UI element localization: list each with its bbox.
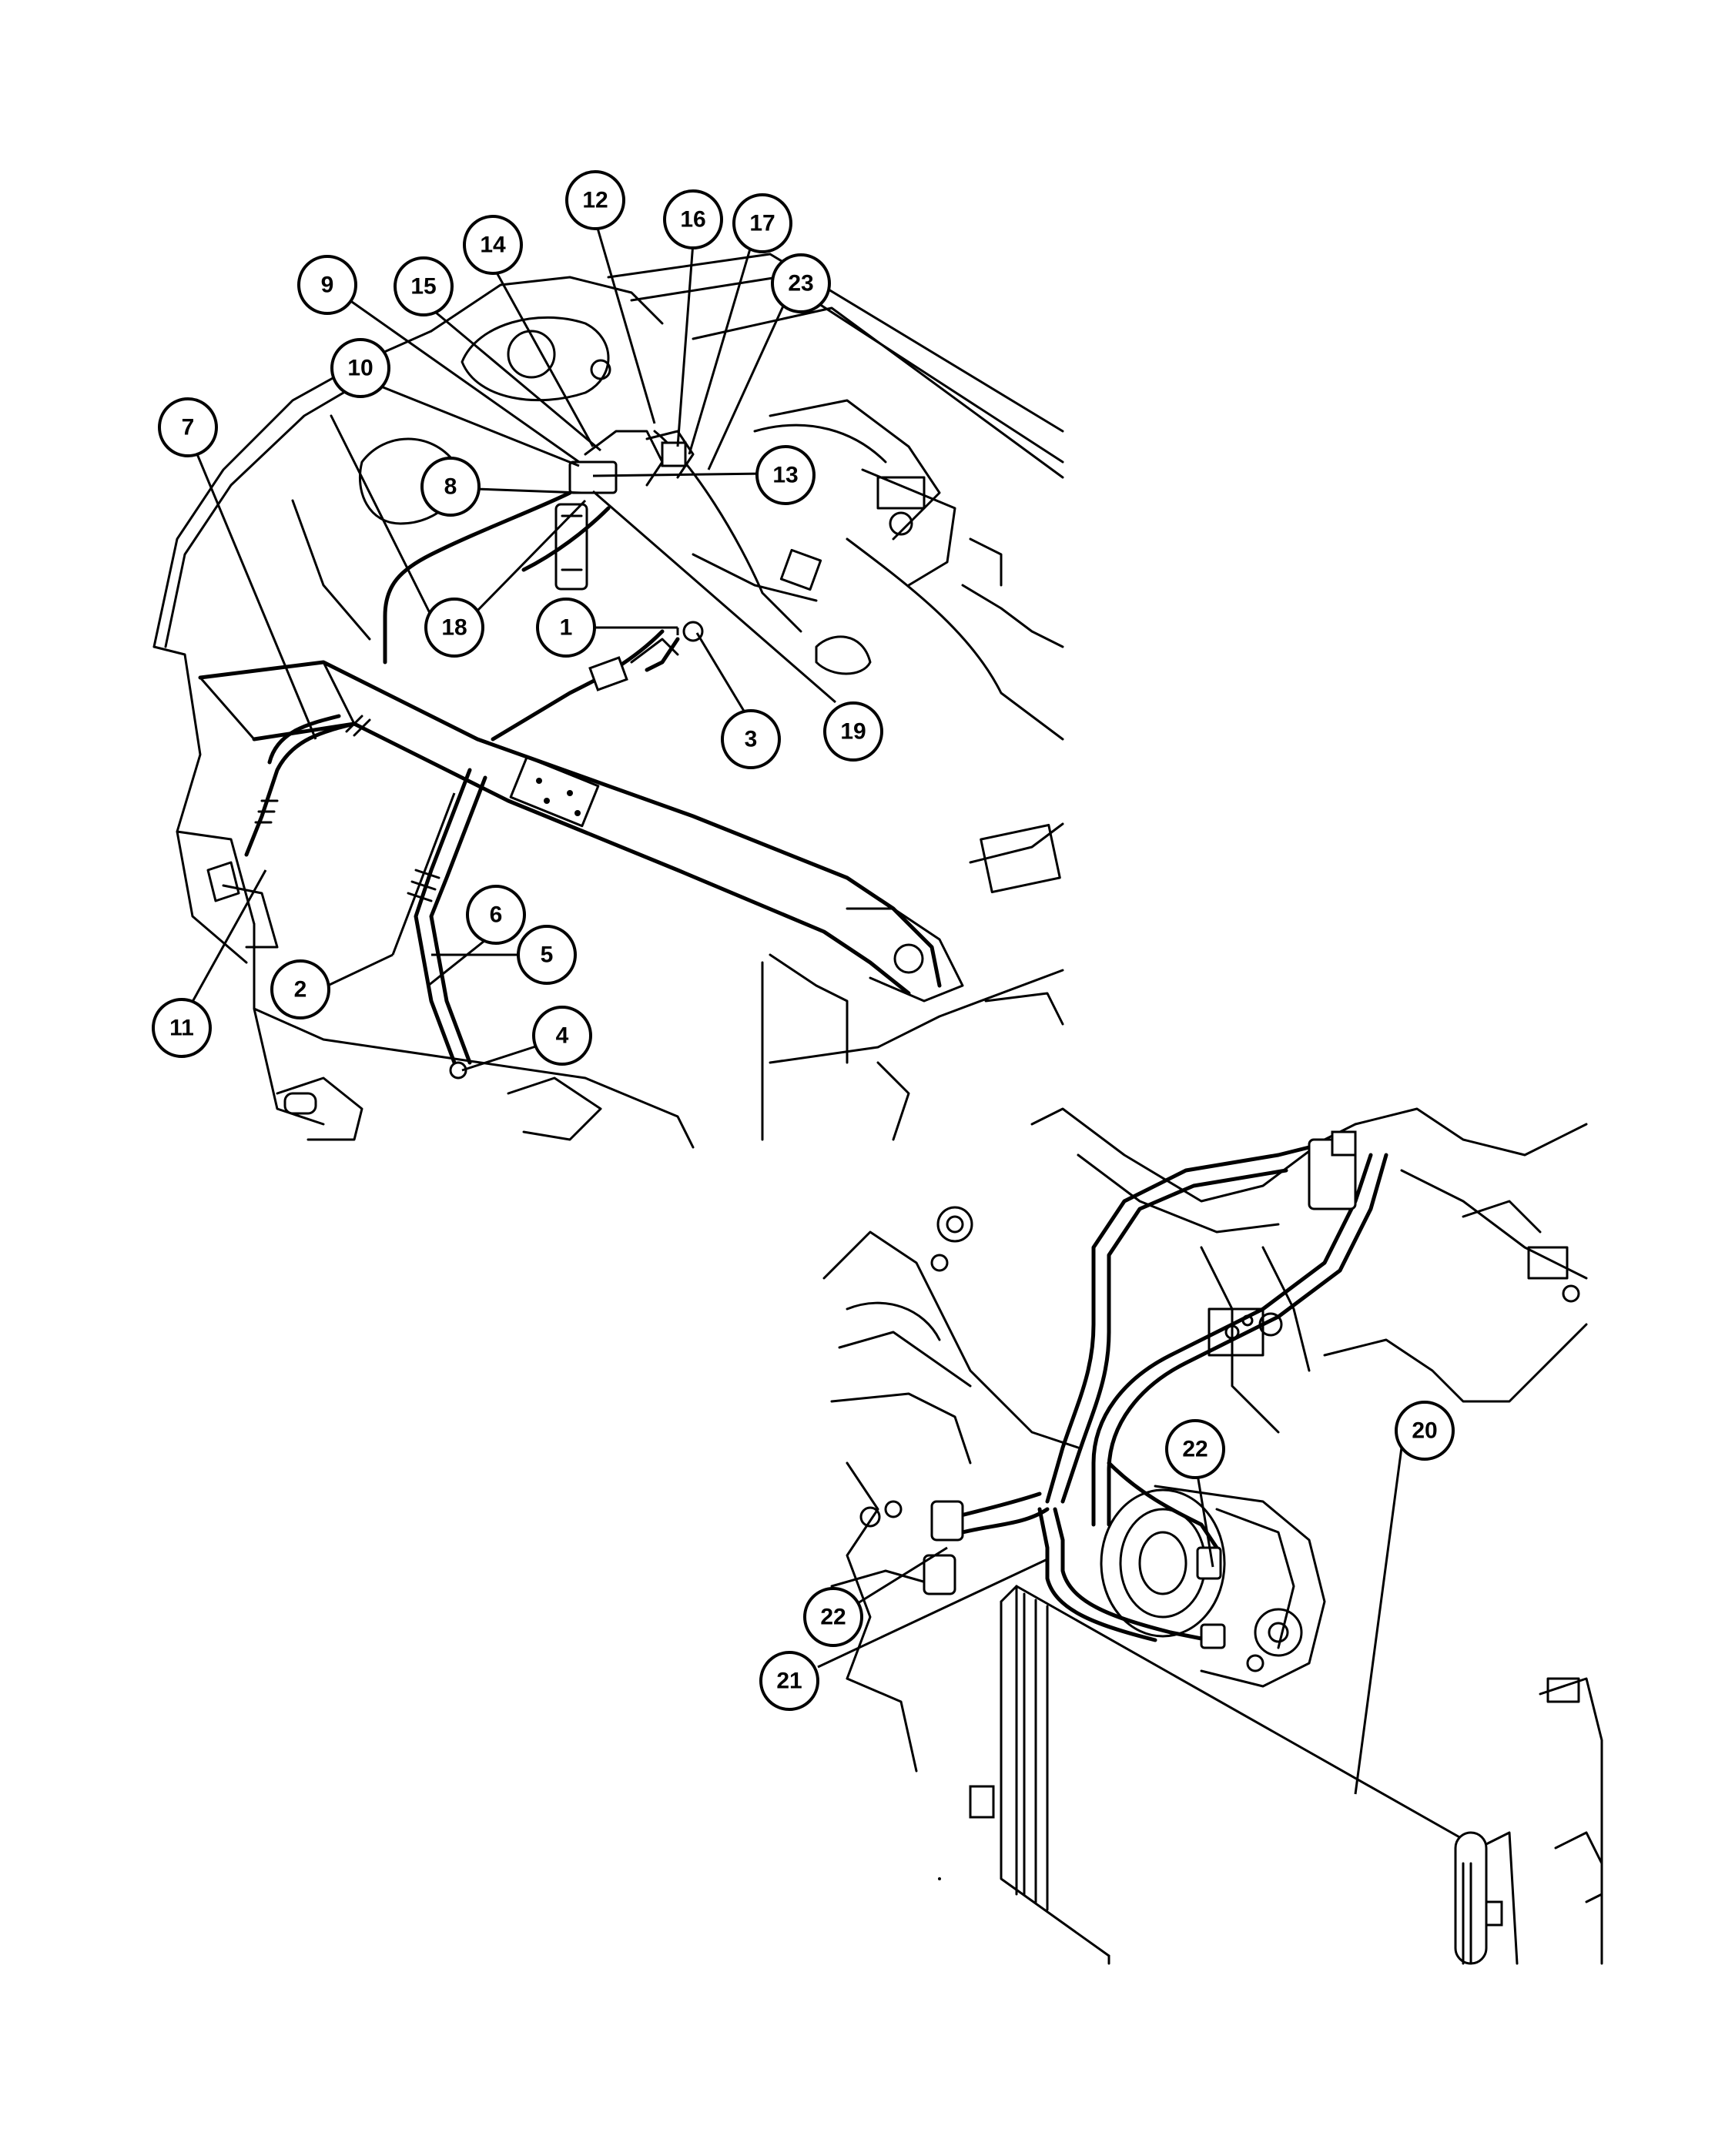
svg-text:14: 14: [480, 233, 506, 258]
svg-text:1: 1: [560, 615, 573, 641]
callout-20: 20: [1395, 1401, 1455, 1461]
callout-22-lower: 22: [803, 1587, 863, 1647]
svg-text:16: 16: [680, 207, 705, 233]
callout-4: 4: [532, 1006, 592, 1066]
svg-text:22: 22: [1182, 1437, 1208, 1462]
callout-15: 15: [394, 256, 454, 316]
callout-22-upper: 22: [1165, 1419, 1225, 1479]
callout-17: 17: [732, 193, 792, 253]
svg-text:23: 23: [788, 271, 813, 296]
callout-12: 12: [565, 170, 625, 230]
lower-view-illustration: [822, 1107, 1603, 1965]
callout-3: 3: [721, 709, 781, 769]
svg-text:22: 22: [820, 1605, 846, 1630]
callout-6: 6: [466, 885, 526, 945]
svg-text:9: 9: [321, 273, 334, 298]
svg-text:17: 17: [749, 211, 775, 236]
callout-2: 2: [270, 959, 330, 1019]
leader-lines: [188, 225, 1403, 1795]
svg-text:5: 5: [541, 942, 554, 968]
svg-text:13: 13: [772, 463, 798, 488]
callout-5: 5: [517, 925, 577, 985]
svg-text:19: 19: [840, 719, 866, 745]
svg-text:6: 6: [490, 902, 503, 928]
svg-text:11: 11: [169, 1016, 194, 1041]
callout-9: 9: [297, 255, 357, 315]
callout-7: 7: [158, 397, 218, 457]
svg-text:18: 18: [441, 615, 467, 641]
callout-1: 1: [536, 598, 596, 658]
callout-19: 19: [823, 701, 883, 762]
svg-text:20: 20: [1412, 1418, 1437, 1444]
svg-text:12: 12: [582, 188, 608, 213]
callout-21: 21: [759, 1651, 819, 1711]
callout-13: 13: [755, 445, 816, 505]
svg-text:2: 2: [294, 977, 307, 1003]
callout-18: 18: [424, 598, 484, 658]
callout-10: 10: [330, 338, 390, 398]
svg-text:15: 15: [410, 274, 436, 300]
svg-text:10: 10: [347, 356, 373, 381]
callout-16: 16: [663, 189, 723, 249]
svg-text:4: 4: [556, 1023, 569, 1049]
svg-text:21: 21: [776, 1669, 802, 1694]
callout-8: 8: [420, 457, 481, 517]
svg-text:3: 3: [745, 727, 758, 752]
callout-23: 23: [771, 253, 831, 313]
callout-11: 11: [152, 998, 212, 1058]
svg-text:8: 8: [444, 474, 457, 500]
callout-14: 14: [463, 215, 523, 275]
svg-text:7: 7: [182, 415, 195, 440]
